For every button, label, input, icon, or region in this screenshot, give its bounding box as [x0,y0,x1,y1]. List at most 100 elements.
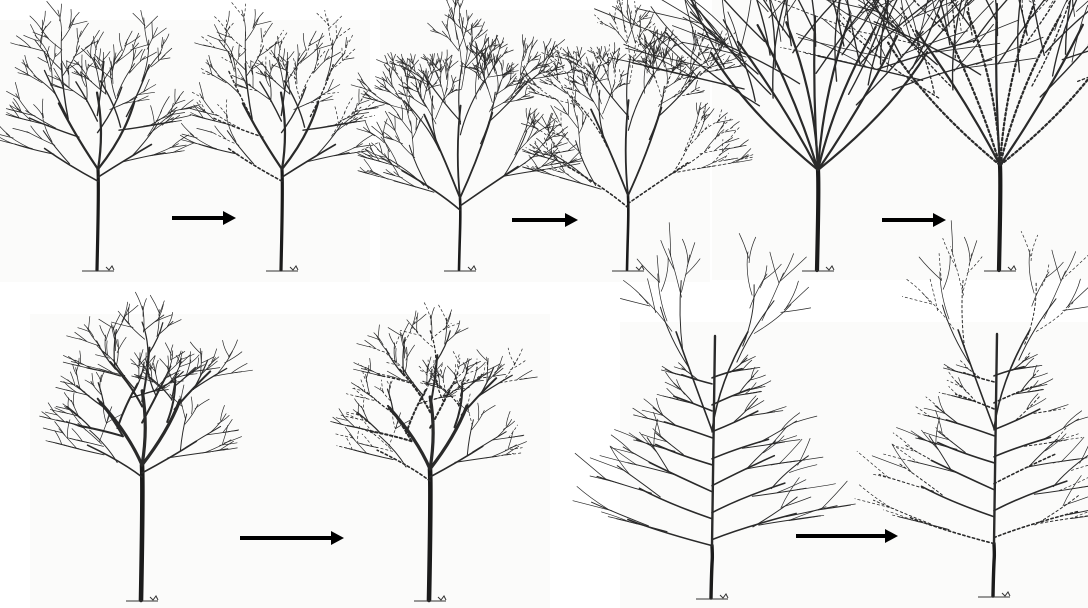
branch [40,19,43,47]
branch [422,381,439,386]
pruning-cut-branch [644,21,657,32]
tree-before-pruning [350,0,583,272]
branch [364,107,379,111]
pruning-cut-branch [942,238,957,268]
branch [682,238,689,264]
branch [335,417,349,421]
branch [97,363,113,373]
pruning-cut-branch [549,115,562,127]
branch [79,350,81,364]
branch [181,139,200,145]
pruning-cut-branch [259,30,266,53]
branch [54,407,68,414]
branch [496,56,502,67]
pruning-cut-branch [664,66,675,90]
branch [34,39,63,72]
branch [132,43,134,61]
branch [445,309,453,324]
branch [369,357,371,371]
branch [466,419,474,456]
branch [554,154,592,183]
pruning-cut-branch [532,166,544,171]
branch [297,48,307,62]
branch [225,10,230,30]
branch [699,102,708,111]
branch [502,64,511,78]
branch [1028,389,1045,393]
branch [405,102,412,127]
ground-mark [126,595,159,602]
branch [343,57,355,60]
branch [106,340,109,357]
branch [60,381,76,386]
branch [792,0,838,54]
branch [504,49,514,54]
branch [383,131,393,140]
branch [234,369,253,374]
branch [785,280,799,310]
branch [532,113,544,128]
branch [400,96,409,113]
branch [97,382,106,410]
branch [273,55,284,69]
pruning-cut-branch [224,28,233,39]
branch [522,92,531,97]
branch [172,134,189,147]
branch [572,66,580,73]
pruning-cut-branch [532,82,556,100]
branch [554,39,566,48]
branch [314,122,343,158]
branch [452,0,456,5]
branch [533,109,536,126]
branch [55,387,74,392]
pruning-cut-branch [367,428,392,450]
branch [711,367,743,379]
branch [475,29,488,39]
branch [913,0,958,18]
branch [373,332,384,346]
branch [112,325,117,352]
branch [377,324,380,338]
pruning-cut-branch [998,14,1062,167]
branch [398,90,405,96]
pruning-cut-branch [522,150,535,155]
branch [364,120,371,134]
branch [711,482,786,514]
branch [645,40,652,50]
branch [91,372,94,385]
pruning-cut-branch [200,35,216,49]
branch [335,143,363,156]
branch [522,148,533,155]
pruning-cut-branch [728,65,741,69]
branch [198,82,204,100]
branch [724,129,736,133]
branch [711,454,776,487]
branch [360,368,374,372]
branch [1079,445,1088,464]
pruning-cut-branch [838,19,940,99]
branch [609,52,614,62]
branch [180,99,194,111]
branch [900,0,912,41]
branch [357,154,370,159]
branch [189,354,200,364]
branch [399,331,404,347]
branch [12,128,31,134]
branch [430,30,441,34]
branch [1012,355,1030,371]
branch [698,102,702,116]
pruning-cut-branch [620,0,623,11]
pruning-cut-branch [340,414,354,419]
branch [172,142,195,153]
branch [972,0,1008,43]
branch [410,58,416,73]
branch [364,153,376,158]
branch [715,53,726,60]
branch [493,374,506,377]
branch [371,125,385,137]
branch [1026,393,1039,410]
branch [620,298,651,307]
pruning-cut-branch [714,59,730,71]
branch [549,45,555,57]
branch [1067,278,1081,308]
